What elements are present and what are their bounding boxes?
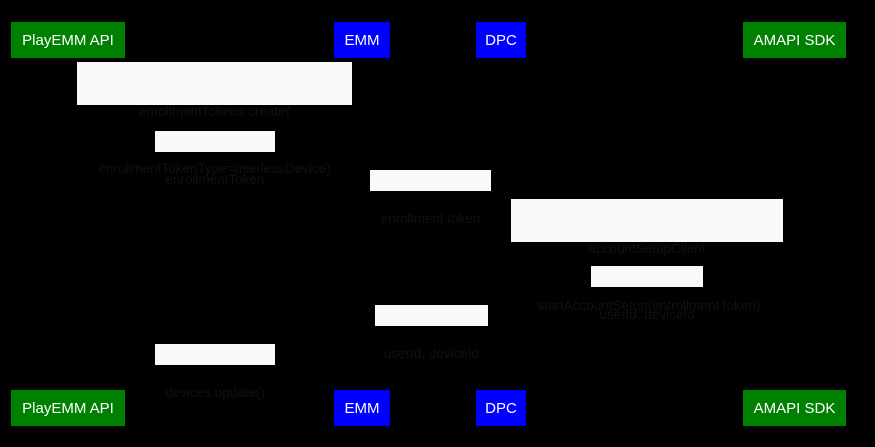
- participant-playemm-api-top[interactable]: PlayEMM API: [11, 22, 125, 58]
- lifeline-dpc: [500, 58, 501, 390]
- participant-label: PlayEMM API: [22, 31, 114, 49]
- message-line: userId, deviceId: [383, 346, 480, 361]
- message-line: enrollment token: [380, 211, 481, 226]
- message-line: .startAccountSetup(entrollment token): [533, 298, 761, 313]
- participant-label: AMAPI SDK: [753, 399, 836, 417]
- message-line: enrollmentTokens.create(: [138, 104, 291, 119]
- participant-label: PlayEMM API: [22, 399, 114, 417]
- participant-label: DPC: [485, 399, 517, 417]
- participant-emm-bottom[interactable]: EMM: [334, 390, 390, 426]
- participant-emm-top[interactable]: EMM: [334, 22, 390, 58]
- message-label-enrollment-tokens-create: enrollmentTokens.create( enrollmentToken…: [77, 62, 352, 176]
- participant-label: EMM: [344, 31, 380, 49]
- participant-label: AMAPI SDK: [753, 31, 836, 49]
- message-line: enrollmentToken: [165, 172, 265, 187]
- participant-dpc-top[interactable]: DPC: [476, 22, 526, 58]
- message-line: accountSetupClient: [588, 241, 706, 256]
- participant-playemm-api-bottom[interactable]: PlayEMM API: [11, 390, 125, 426]
- participant-amapi-sdk-top[interactable]: AMAPI SDK: [743, 22, 846, 58]
- message-label-devices-update: devices.update(): [155, 344, 275, 400]
- message-label-start-account-setup: accountSetupClient .startAccountSetup(en…: [511, 199, 783, 313]
- message-label-userid-deviceid-dpc: userId, deviceId: [375, 305, 488, 361]
- message-label-enrollment-token-response: enrollmentToken: [155, 131, 275, 187]
- participant-label: DPC: [485, 31, 517, 49]
- lifeline-playemm-api: [68, 58, 69, 390]
- message-line: devices.update(): [165, 385, 265, 400]
- participant-dpc-bottom[interactable]: DPC: [476, 390, 526, 426]
- message-label-enrollment-token: enrollment token: [370, 170, 491, 226]
- lifeline-emm: [361, 58, 362, 390]
- participant-label: EMM: [344, 399, 380, 417]
- message-line: userId, deviceId: [599, 307, 695, 322]
- message-label-userid-deviceid-sdk: userId, deviceId: [591, 266, 703, 322]
- message-line: enrollmentTokenType=userlessDevice): [98, 161, 331, 176]
- lifeline-amapi-sdk: [794, 58, 795, 390]
- participant-amapi-sdk-bottom[interactable]: AMAPI SDK: [743, 390, 846, 426]
